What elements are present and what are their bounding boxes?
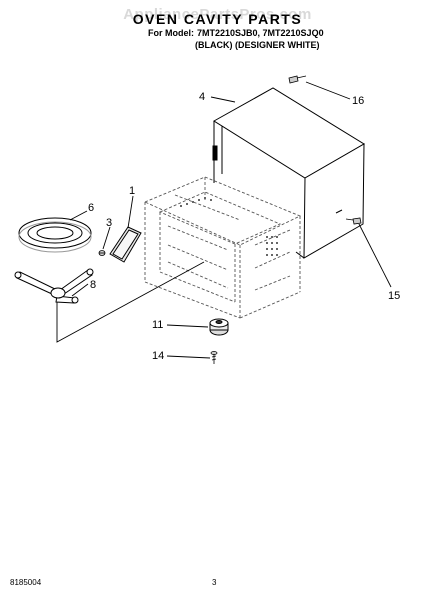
color-line: (BLACK) (DESIGNER WHITE) (195, 40, 320, 50)
part-11-turntable-motor (209, 318, 229, 336)
callout-6: 6 (88, 202, 94, 214)
part-16-screw (288, 75, 307, 84)
callout-4: 4 (199, 91, 205, 103)
part-14-screw (210, 351, 218, 364)
document-number: 8185004 (10, 578, 42, 587)
callout-15: 15 (388, 290, 400, 302)
oven-cavity-frame (143, 176, 302, 319)
part-15-screw (345, 217, 362, 225)
part-4-outer-wrapper (212, 87, 365, 259)
callout-8: 8 (90, 279, 96, 291)
part-8-roller-support (14, 268, 94, 304)
callout-14: 14 (152, 350, 164, 362)
model-numbers: 7MT2210SJB0, 7MT2210SJQ0 (197, 28, 324, 38)
watermark: AppliancePartsPros.com (123, 6, 312, 23)
callout-1: 1 (129, 185, 135, 197)
cavity-vent-slots (180, 197, 278, 256)
part-3-screw (98, 250, 106, 256)
model-line: For Model:7MT2210SJB0, 7MT2210SJQ0 (148, 28, 324, 38)
roller-support-leader (56, 261, 205, 343)
part-1-waveguide-cover (109, 226, 142, 263)
callout-11: 11 (152, 319, 163, 331)
callout-16: 16 (352, 95, 364, 107)
page-number: 3 (212, 578, 217, 587)
part-6-turntable-tray (18, 217, 92, 253)
page-title: OVEN CAVITY PARTS (132, 11, 303, 27)
callout-3: 3 (106, 217, 112, 229)
callout-leader-lines (69, 81, 392, 359)
model-label: For Model: (148, 28, 194, 38)
